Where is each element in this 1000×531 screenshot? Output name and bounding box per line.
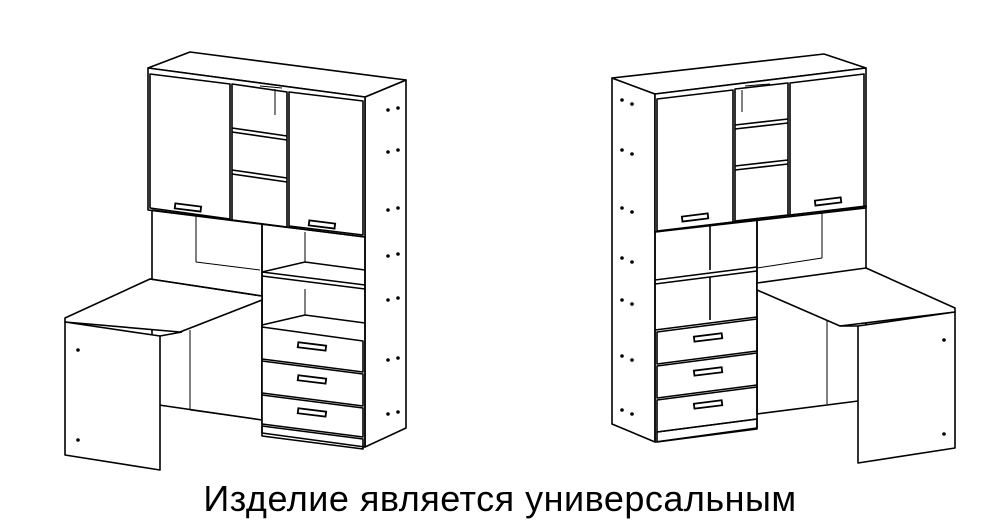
caption-text: Изделие является универсальным — [203, 478, 797, 519]
right-plinth — [656, 418, 758, 443]
left-desk-leg — [64, 321, 161, 471]
left-door-handle-2 — [307, 219, 337, 230]
right-upper-door-left — [656, 89, 734, 232]
left-drawer-handle-3 — [296, 407, 328, 418]
left-drawer-handle-1 — [296, 341, 328, 352]
left-door-handle-1 — [173, 202, 203, 213]
left-upper-door-right — [288, 91, 364, 236]
right-drawer-handle-1 — [692, 332, 724, 343]
right-drawer-handle-3 — [692, 399, 724, 410]
right-assembly-dots — [620, 98, 946, 436]
left-tall-column-side — [364, 79, 407, 448]
furniture-drawings — [64, 51, 956, 471]
right-upper-door-right — [789, 73, 865, 216]
right-drawer-handle-2 — [692, 366, 724, 377]
right-door-handle-1 — [680, 212, 710, 223]
left-upper-door-left — [149, 73, 231, 220]
left-drawer-handle-2 — [296, 374, 328, 385]
left-plinth — [261, 425, 364, 450]
right-door-handle-2 — [813, 196, 843, 207]
left-drawer-3 — [261, 394, 364, 438]
left-cabinet-desk-drawing — [64, 51, 407, 471]
left-desk-top — [64, 278, 263, 333]
right-tall-column-side — [611, 77, 656, 443]
right-cabinet-desk-drawing — [611, 53, 956, 464]
left-drawer-2 — [261, 360, 364, 407]
left-assembly-dots — [76, 106, 400, 442]
right-desk-leg — [857, 311, 956, 464]
